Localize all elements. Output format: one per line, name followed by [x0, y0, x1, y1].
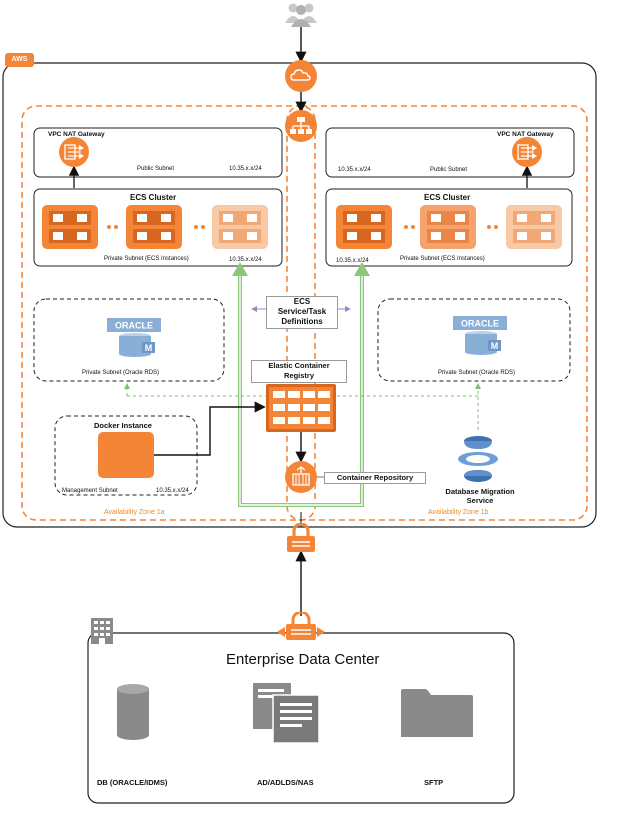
internet-gateway-icon [285, 60, 317, 92]
rds-subnet-a-box [33, 298, 225, 382]
load-balancer-icon [285, 110, 317, 142]
customer-gateway-icon [275, 610, 327, 642]
ecs-service-task-definitions: ECS Service/Task Definitions [266, 296, 338, 329]
public-subnet-a-label: Public Subnet [137, 166, 175, 172]
container-repository-icon [285, 461, 317, 493]
public-subnet-a-cidr: 10.35.x.x/24 [229, 166, 262, 172]
oracle-m-b: M [491, 341, 499, 351]
rds-subnet-a-label: Private Subnet (Oracle RDS) [82, 370, 160, 376]
vpn-gateway-icon [283, 522, 319, 553]
db-label: DB (ORACLE/IDMS) [97, 778, 168, 787]
sftp-label: SFTP [424, 778, 444, 787]
oracle-logo-b: ORACLE [461, 319, 499, 329]
ecs-subnet-a-cidr: 10.35.x.x/24 [229, 257, 262, 263]
building-icon [90, 617, 114, 645]
availability-zone-1a-label: Availability Zone 1a [104, 509, 165, 516]
folder-icon [399, 687, 475, 739]
ecs-instance-icon [336, 205, 392, 249]
rds-subnet-b-box [377, 298, 571, 382]
rds-subnet-b-label: Private Subnet (Oracle RDS) [438, 370, 516, 376]
ecs-cluster-a-title: ECS Cluster [130, 193, 177, 202]
ecs-subnet-b-cidr: 10.35.x.x/24 [336, 258, 369, 264]
oracle-rds-icon: ORACLE M [453, 314, 507, 356]
ecs-service-line1: ECS [293, 297, 311, 306]
public-subnet-a-box [33, 127, 283, 178]
datacenter-title: Enterprise Data Center [226, 651, 380, 668]
ecr-icon [266, 384, 336, 432]
docker-instance-title: Docker Instance [94, 421, 152, 430]
nat-gateway-b-title: VPC NAT Gateway [497, 131, 554, 138]
oracle-m-a: M [145, 343, 153, 353]
container-repository-label: Container Repository [324, 472, 426, 484]
public-subnet-b-cidr: 10.35.x.x/24 [338, 167, 371, 173]
ecr-line1: Elastic Container [268, 361, 330, 370]
management-subnet-cidr: 10.35.x.x/24 [156, 488, 189, 494]
availability-zone-1a-box [21, 105, 316, 521]
ecs-instance-icon [42, 205, 98, 249]
ecs-subnet-a-label: Private Subnet (ECS Instances) [104, 256, 189, 262]
ecs-cluster-a-arrows [107, 225, 205, 229]
ad-label: AD/ADLDS/NAS [257, 778, 314, 787]
ecs-service-line3: Definitions [281, 317, 323, 326]
oracle-logo-a: ORACLE [115, 321, 153, 331]
ecr-line2: Registry [283, 371, 314, 380]
users-icon [284, 1, 318, 27]
nat-gateway-icon [512, 137, 542, 167]
dms-label: Database Migration Service [430, 487, 530, 505]
ecs-cluster-b-title: ECS Cluster [424, 193, 471, 202]
documents-icon [253, 683, 321, 745]
availability-zone-1b-box [286, 105, 588, 521]
availability-zone-1b-label: Availability Zone 1b [428, 509, 489, 516]
database-icon [116, 683, 150, 741]
docker-instance-icon [98, 432, 154, 478]
ecs-instance-icon [212, 205, 268, 249]
ecs-instance-icon [420, 205, 476, 249]
ecs-instance-icon [506, 205, 562, 249]
ecs-cluster-b-arrows [404, 225, 498, 229]
ecs-subnet-b-label: Private Subnet (ECS Instances) [400, 256, 485, 262]
aws-badge: AWS [5, 53, 34, 67]
oracle-rds-icon: ORACLE M [107, 316, 161, 358]
public-subnet-b-label: Public Subnet [430, 167, 468, 173]
public-subnet-b-box [325, 127, 575, 178]
nat-gateway-a-title: VPC NAT Gateway [48, 131, 105, 138]
dms-line2: Service [466, 496, 494, 505]
dms-icon [454, 433, 502, 485]
dms-line1: Database Migration [445, 487, 515, 496]
ecr-label: Elastic Container Registry [251, 360, 347, 383]
ecs-instance-icon [126, 205, 182, 249]
nat-gateway-icon [59, 137, 89, 167]
ecs-service-line2: Service/Task [277, 307, 327, 316]
management-subnet-label: Management Subnet [62, 488, 118, 494]
